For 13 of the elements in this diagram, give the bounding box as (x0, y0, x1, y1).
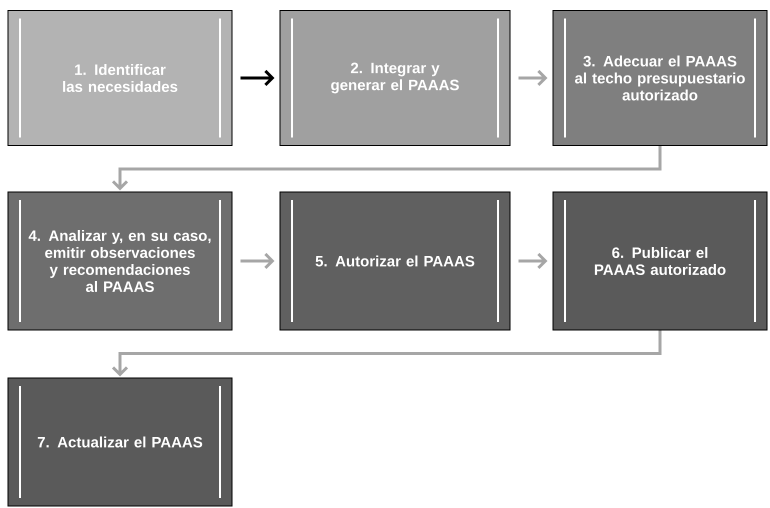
arrow (518, 252, 548, 270)
process-box: 1. Identificar las necesidades (8, 10, 232, 146)
arrow (518, 70, 548, 86)
process-box: 7. Actualizar el PAAAS (8, 378, 232, 506)
process-box: 4. Analizar y, en su caso, emitir observaciones y recomendaciones al PAAAS (8, 192, 232, 330)
arrow (112, 146, 662, 190)
arrow (112, 330, 662, 376)
process-box: 2. Integrar y generar el PAAAS (280, 10, 510, 146)
arrow (240, 252, 274, 270)
process-box: 3. Adecuar el PAAAS al techo presupuestario autorizado (552, 10, 768, 146)
process-box: 5. Autorizar el PAAAS (280, 192, 510, 330)
arrow (240, 70, 274, 86)
process-box: 6. Publicar el PAAAS autorizado (552, 192, 768, 330)
